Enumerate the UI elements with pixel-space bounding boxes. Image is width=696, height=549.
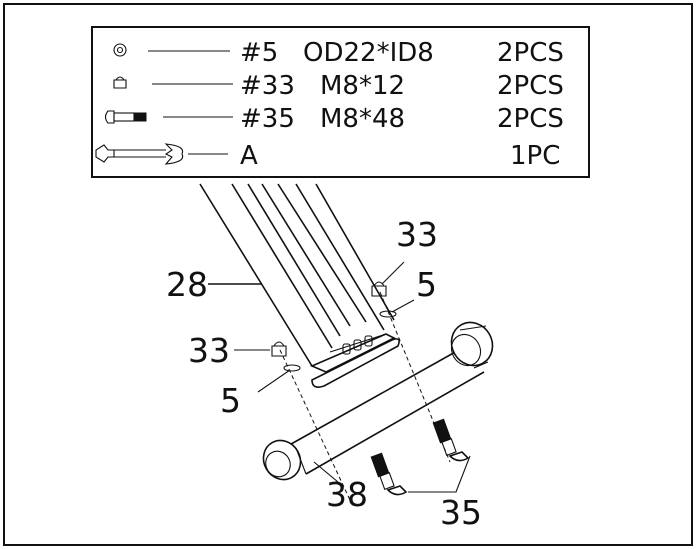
leader-bolts: [408, 455, 471, 493]
bracket-slots: [342, 335, 373, 355]
main-tube: [199, 183, 400, 388]
stabilizer-bar: [262, 321, 494, 481]
part-id: #35: [240, 104, 295, 134]
bolt-right: [432, 418, 470, 462]
part-qty: 2PCS: [497, 104, 564, 134]
end-cap-left: [262, 439, 307, 481]
bolt-left: [370, 452, 408, 496]
outer-frame: [3, 3, 693, 546]
leader-washer-lower: [257, 369, 291, 393]
callout-washer-lower: 5: [220, 381, 241, 420]
callout-cap-nut-upper: 33: [396, 215, 438, 254]
parts-row-cap-nut: #33 M8*12 2PCS: [113, 71, 564, 101]
part-id: #5: [240, 38, 278, 68]
parts-table: #5 OD22*ID8 2PCS #33 M8*12 2PCS #35 M8*: [91, 26, 590, 178]
callout-tube: 28: [166, 265, 208, 304]
callout-washer-upper: 5: [416, 265, 437, 304]
parts-row-bolt: #35 M8*48 2PCS: [104, 104, 564, 134]
cap-nut-upper: [371, 281, 387, 297]
callout-stabilizer: 38: [326, 475, 368, 514]
washer-upper: [379, 310, 397, 318]
leader-nut-upper: [381, 261, 405, 285]
washer-icon: [113, 43, 127, 57]
part-id: A: [240, 141, 258, 171]
part-spec: M8*12: [320, 71, 405, 101]
end-cap-right: [450, 321, 494, 369]
part-spec: M8*48: [320, 104, 405, 134]
parts-table-border: [91, 26, 590, 178]
parts-row-wrench: A 1PC: [95, 141, 560, 171]
cap-nut-lower: [271, 341, 287, 357]
bolt-axis-right: [379, 291, 451, 463]
part-qty: 1PC: [510, 141, 560, 171]
parts-row-washer: #5 OD22*ID8 2PCS: [113, 38, 564, 68]
bolt-icon: [104, 110, 147, 124]
part-qty: 2PCS: [497, 71, 564, 101]
callout-cap-nut-lower: 33: [188, 331, 230, 370]
cap-nut-icon: [113, 76, 127, 89]
part-qty: 2PCS: [497, 38, 564, 68]
part-id: #33: [240, 71, 295, 101]
callout-bolts: 35: [440, 493, 482, 532]
part-spec: OD22*ID8: [303, 38, 434, 68]
wrench-icon: [95, 143, 184, 165]
leader-stabilizer: [313, 461, 339, 483]
leader-washer-upper: [391, 299, 415, 313]
washer-lower: [283, 364, 301, 372]
